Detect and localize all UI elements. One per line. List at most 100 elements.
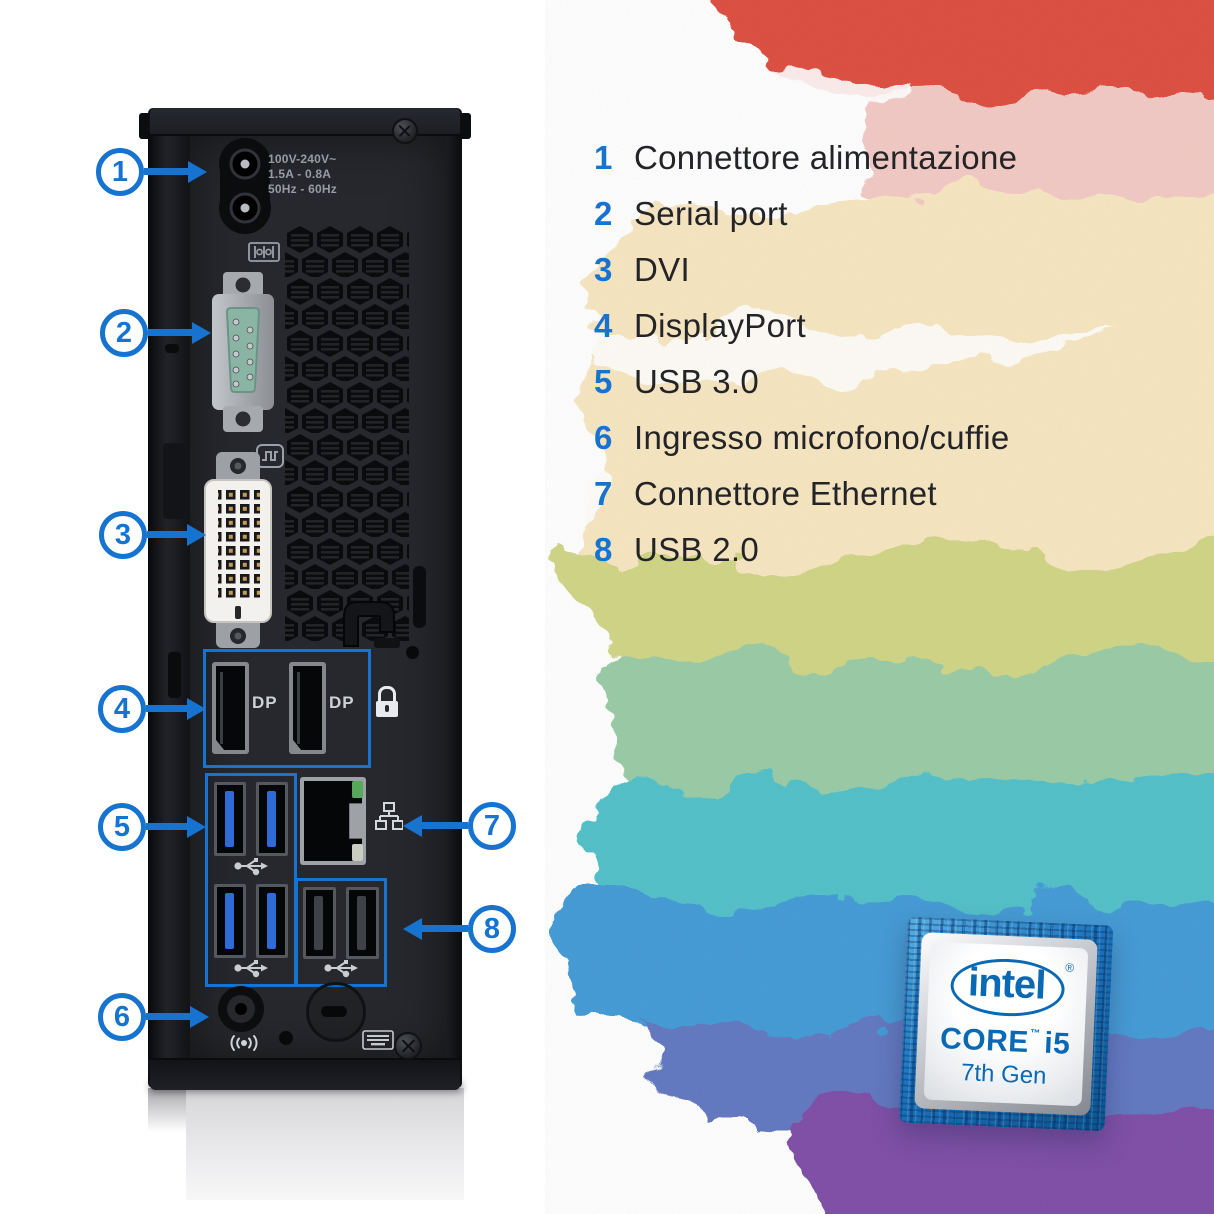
tower-bottom-cap <box>150 1058 460 1090</box>
legend-number: 3 <box>594 251 613 288</box>
callout-arrow-4 <box>146 697 206 720</box>
legend-label: Connettore Ethernet <box>634 475 937 512</box>
keyboard-icon <box>362 1030 394 1050</box>
legend-item-7: 7 Connettore Ethernet <box>594 466 1017 522</box>
legend: 1 Connettore alimentazione 2 Serial port… <box>594 130 1017 578</box>
dvi-port <box>204 452 272 648</box>
usb3-port-4 <box>256 884 288 958</box>
legend-item-8: 8 USB 2.0 <box>594 522 1017 578</box>
callout-6: 6 <box>98 993 146 1041</box>
usb-icon <box>234 858 268 876</box>
legend-number: 8 <box>594 531 613 568</box>
callout-arrow-7 <box>403 814 468 837</box>
padlock-icon <box>376 686 398 718</box>
tower-reflection-edge <box>148 1088 186 1132</box>
displayport-tongue <box>297 672 300 744</box>
ethernet-port <box>300 777 366 865</box>
frame-slot <box>165 344 179 353</box>
serial-port <box>212 272 274 432</box>
usb3-port-2 <box>256 782 288 856</box>
usb2-port-1 <box>303 887 336 959</box>
usb3-port-1 <box>214 782 246 856</box>
callout-8: 8 <box>468 905 516 953</box>
legend-label: USB 2.0 <box>634 531 759 568</box>
intel-logo-text: intel <box>967 960 1047 1008</box>
intel-badge-face: intel ® CORE ™ i5 7th Gen <box>923 941 1089 1107</box>
legend-label: DisplayPort <box>634 307 807 344</box>
displayport-1 <box>212 662 249 754</box>
intel-logo: intel ® <box>949 956 1074 1019</box>
displayport-2 <box>289 662 326 754</box>
legend-label: Serial port <box>634 195 788 232</box>
power-spec-line: 100V-240V~ <box>268 152 337 166</box>
audio-icon <box>230 1035 258 1051</box>
callout-4: 4 <box>98 685 146 733</box>
callout-arrow-2 <box>148 321 211 344</box>
chassis-tab-left <box>139 113 149 139</box>
trademark-mark: ™ <box>1029 1028 1041 1040</box>
tower-right-edge <box>446 132 462 1060</box>
vent-grille <box>285 225 409 641</box>
dp-label-1: DP <box>252 693 278 712</box>
legend-number: 4 <box>594 307 613 344</box>
serial-port-icon <box>248 242 280 262</box>
legend-item-3: 3 DVI <box>594 242 1017 298</box>
padlock-shackle <box>378 686 396 701</box>
registered-mark: ® <box>1064 960 1075 975</box>
callout-arrow-1 <box>144 160 207 183</box>
usb3-port-3 <box>214 884 246 958</box>
callout-arrow-6 <box>146 1005 209 1028</box>
legend-item-4: 4 DisplayPort <box>594 298 1017 354</box>
badge-core-text: CORE <box>939 1022 1030 1059</box>
kensington-lock-slot <box>306 982 366 1042</box>
legend-number: 6 <box>594 419 613 456</box>
panel-hole <box>406 646 419 659</box>
badge-generation-text: 7th Gen <box>960 1059 1048 1090</box>
legend-number: 1 <box>594 139 613 176</box>
legend-label: USB 3.0 <box>634 363 759 400</box>
frame-slot <box>168 652 181 698</box>
displayport-tongue <box>220 672 223 744</box>
callout-arrow-3 <box>147 523 206 546</box>
intel-badge-bevel: intel ® CORE ™ i5 7th Gen <box>914 932 1098 1116</box>
callout-arrow-5 <box>146 815 206 838</box>
badge-core-line: CORE ™ i5 <box>939 1022 1071 1062</box>
power-connector <box>219 138 271 234</box>
intel-badge: intel ® CORE ™ i5 7th Gen <box>898 916 1114 1132</box>
padlock-body <box>376 701 398 717</box>
mini-pc-rear-panel: 100V-240V~ 1.5A - 0.8A 50Hz - 60Hz <box>139 108 471 1090</box>
ethernet-led-green <box>352 781 363 798</box>
legend-number: 2 <box>594 195 613 232</box>
legend-label: DVI <box>634 251 690 288</box>
usb2-port-2 <box>346 887 379 959</box>
power-spec-line: 1.5A - 0.8A <box>268 167 332 181</box>
dp-label-2: DP <box>329 693 355 712</box>
audio-jack <box>218 986 264 1032</box>
legend-item-6: 6 Ingresso microfono/cuffie <box>594 410 1017 466</box>
callout-7: 7 <box>468 802 516 850</box>
callout-5: 5 <box>98 803 146 851</box>
usb-icon <box>324 960 358 978</box>
network-icon <box>375 802 403 830</box>
panel-hole <box>279 1031 293 1045</box>
frame-notch <box>163 443 185 519</box>
usb-icon <box>234 960 268 978</box>
legend-item-2: 2 Serial port <box>594 186 1017 242</box>
callout-2: 2 <box>100 309 148 357</box>
power-specs: 100V-240V~ 1.5A - 0.8A 50Hz - 60Hz <box>268 152 337 197</box>
legend-item-1: 1 Connettore alimentazione <box>594 130 1017 186</box>
legend-number: 7 <box>594 475 613 512</box>
edge-slot <box>413 566 426 628</box>
power-spec-line: 50Hz - 60Hz <box>268 182 337 196</box>
callout-1: 1 <box>96 148 144 196</box>
screw-bottom <box>396 1034 420 1058</box>
legend-label: Ingresso microfono/cuffie <box>634 419 1010 456</box>
legend-item-5: 5 USB 3.0 <box>594 354 1017 410</box>
chassis-tab-right <box>461 113 471 139</box>
screw-top <box>394 120 416 142</box>
ethernet-led-amber <box>352 844 363 861</box>
tower-left-frame <box>148 132 190 1060</box>
callout-3: 3 <box>99 511 147 559</box>
callout-arrow-8 <box>403 917 468 940</box>
